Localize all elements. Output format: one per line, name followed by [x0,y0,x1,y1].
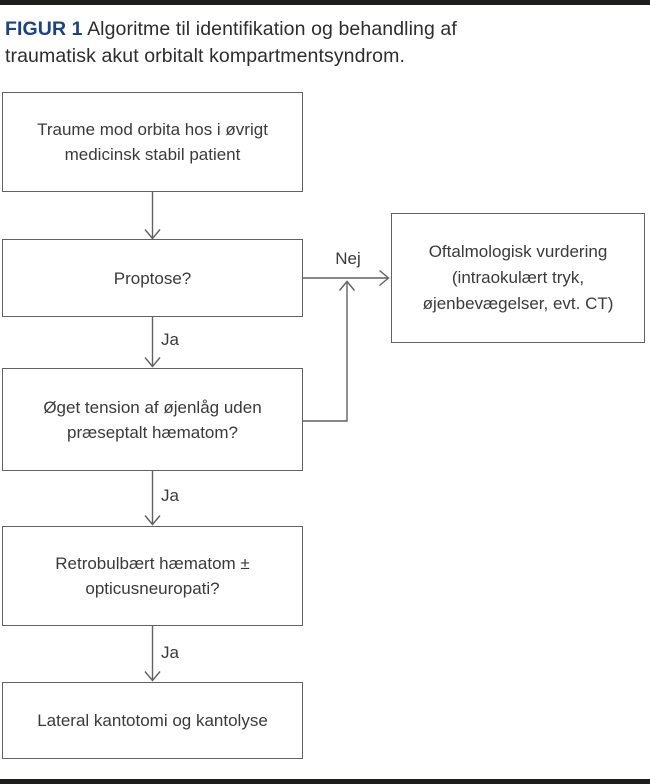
edge-label-yes-1: Ja [161,330,179,349]
arrow-down-icon [144,229,161,240]
edge-label-yes-3: Ja [161,643,179,662]
arrow-down-icon [144,671,161,682]
node-trauma: Traume mod orbita hos i øvrigt medicinsk… [2,92,303,192]
figure-caption: FIGUR 1 Algoritme til identifikation og … [5,16,553,70]
node-text-line: Lateral kantotomi og kantolyse [37,711,268,730]
arrow-right-icon [379,269,390,287]
node-text-line: medicinsk stabil patient [64,145,241,164]
node-ophthalmology: Oftalmologisk vurdering (intraokulært tr… [391,213,645,343]
node-text-line: præseptalt hæmatom? [66,422,239,442]
node-text-line: Traume mod orbita hos i øvrigt [37,120,268,139]
node-text-line: Retrobulbært hæmatom ± [55,554,250,573]
node-text-line: Proptose? [113,268,192,288]
arrow-down-icon [144,357,161,368]
top-rule [0,0,650,5]
node-canthotomy: Lateral kantotomi og kantolyse [2,682,303,759]
bottom-rule [0,779,650,784]
arrow-line-eyelid-bypass [303,282,348,422]
node-text-line: (intraokulært tryk, [451,268,585,287]
edge-label-no: Nej [335,249,361,268]
node-proptosis: Proptose? [2,239,303,317]
edge-label-yes-2: Ja [161,486,179,505]
figure-title: Algoritme til identifikation og behandli… [5,18,457,67]
arrow-up-icon [338,280,356,291]
node-text-line: øjenbevægelser, evt. CT) [422,294,614,313]
node-retrobulbar-hematoma: Retrobulbært hæmatom ± opticusneuropati? [2,526,303,626]
node-text-line: opticusneuropati? [85,579,220,598]
arrow-down-icon [144,515,161,526]
node-eyelid-tension: Øget tension af øjenlåg uden præseptalt … [2,368,303,471]
node-text-line: Øget tension af øjenlåg uden [43,397,262,417]
node-text-line: Oftalmologisk vurdering [428,242,608,261]
figure-label: FIGUR 1 [5,18,83,40]
